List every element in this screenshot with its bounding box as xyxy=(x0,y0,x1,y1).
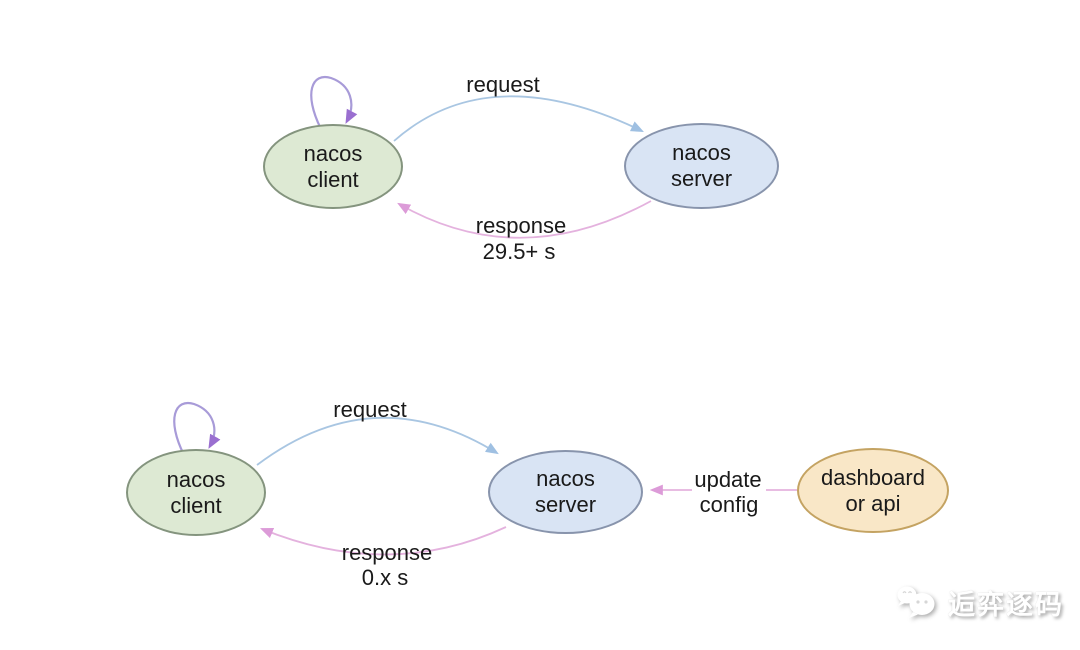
edge-label-response-time-top: 29.5+ s xyxy=(482,239,556,264)
node-label-line: nacos xyxy=(303,140,363,166)
bottom-client-self-loop-arrow xyxy=(173,401,221,456)
node-label-line: server xyxy=(534,492,597,517)
node-nacos-client-top: nacos client xyxy=(263,124,403,209)
node-nacos-client-bottom: nacos client xyxy=(126,449,266,536)
node-label-line: server xyxy=(670,166,733,191)
edge-label-response-time-bottom: 0.x s xyxy=(361,565,409,590)
top-request-arrow xyxy=(393,95,644,142)
node-label-line: client xyxy=(170,492,222,518)
node-label-line: dashboard xyxy=(821,464,925,490)
node-label-line: nacos xyxy=(166,466,226,492)
node-label-line: or api xyxy=(845,490,901,516)
watermark: 逅弈逐码 xyxy=(895,582,1064,622)
edge-label-update: update xyxy=(694,467,762,492)
node-label-line: nacos xyxy=(536,466,595,491)
watermark-text: 逅弈逐码 xyxy=(948,589,1064,620)
edge-label-response-bottom: response xyxy=(341,540,433,565)
edge-label-request-bottom: request xyxy=(333,397,407,422)
node-nacos-server-bottom: nacos server xyxy=(488,450,643,534)
bottom-request-arrow xyxy=(256,416,499,466)
node-nacos-server-top: nacos server xyxy=(624,123,779,209)
top-client-self-loop-arrow xyxy=(310,75,358,130)
edge-label-request-top: request xyxy=(466,72,540,97)
edge-label-config: config xyxy=(699,492,759,517)
node-dashboard-or-api: dashboard or api xyxy=(797,448,949,533)
wechat-chat-bubbles-icon xyxy=(897,586,935,618)
node-label-line: nacos xyxy=(672,140,731,165)
edge-label-response-top: response xyxy=(475,213,567,238)
node-label-line: client xyxy=(307,166,359,192)
